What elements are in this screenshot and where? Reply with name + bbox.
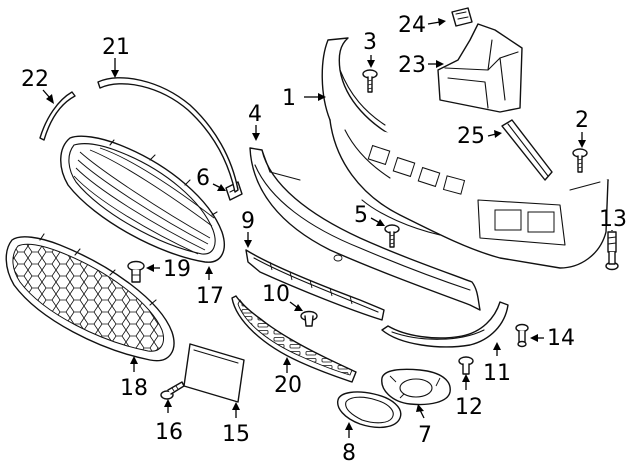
- lower-lip-spoiler: [381, 301, 509, 348]
- callout-4: 4: [248, 102, 262, 127]
- callout-13: 13: [599, 207, 627, 232]
- upper-grille: [60, 135, 225, 263]
- small-bracket: [451, 7, 473, 27]
- callout-3: 3: [363, 30, 377, 55]
- lower-support: [245, 249, 385, 321]
- fastener: [127, 260, 145, 283]
- fog-lamp-bezel: [381, 368, 451, 406]
- callout-16: 16: [155, 420, 183, 445]
- screw: [515, 323, 529, 348]
- support-bracket: [501, 119, 553, 181]
- callout-14: 14: [547, 326, 575, 351]
- callout-1: 1: [282, 86, 296, 111]
- callout-5: 5: [354, 203, 368, 228]
- callout-23: 23: [398, 53, 426, 78]
- screw: [605, 231, 619, 271]
- screw: [160, 381, 185, 400]
- callout-12: 12: [455, 395, 483, 420]
- callout-18: 18: [120, 376, 148, 401]
- callout-labels: 1 2 3 4 5 6 7 8 9 10 11 12 13 14 15 16 1…: [21, 13, 627, 466]
- air-duct: [437, 23, 523, 113]
- callout-9: 9: [241, 209, 255, 234]
- callout-6: 6: [196, 166, 210, 191]
- screw: [362, 69, 378, 93]
- callout-10: 10: [262, 282, 290, 307]
- screw: [384, 224, 400, 248]
- screw: [572, 148, 588, 173]
- callout-8: 8: [342, 441, 356, 466]
- energy-absorber: [249, 147, 481, 311]
- upper-trim-strip: [97, 77, 239, 193]
- callout-7: 7: [418, 423, 432, 448]
- callout-11: 11: [483, 361, 511, 386]
- lower-grille-insert: [231, 295, 357, 383]
- callout-22: 22: [21, 67, 49, 92]
- lower-grille: [5, 233, 175, 362]
- callout-24: 24: [398, 13, 426, 38]
- trim-ring: [337, 391, 402, 429]
- callout-2: 2: [575, 108, 589, 133]
- side-trim-strip: [39, 91, 76, 141]
- bumper-cover: [321, 37, 609, 269]
- callout-25: 25: [457, 124, 485, 149]
- clip: [300, 310, 318, 327]
- callout-15: 15: [222, 422, 250, 447]
- callout-21: 21: [102, 35, 130, 60]
- callout-17: 17: [196, 284, 224, 309]
- leader-lines: [42, 18, 613, 438]
- clip: [458, 356, 474, 375]
- callout-19: 19: [163, 257, 191, 282]
- callout-20: 20: [274, 373, 302, 398]
- license-plate-bracket: [183, 343, 245, 403]
